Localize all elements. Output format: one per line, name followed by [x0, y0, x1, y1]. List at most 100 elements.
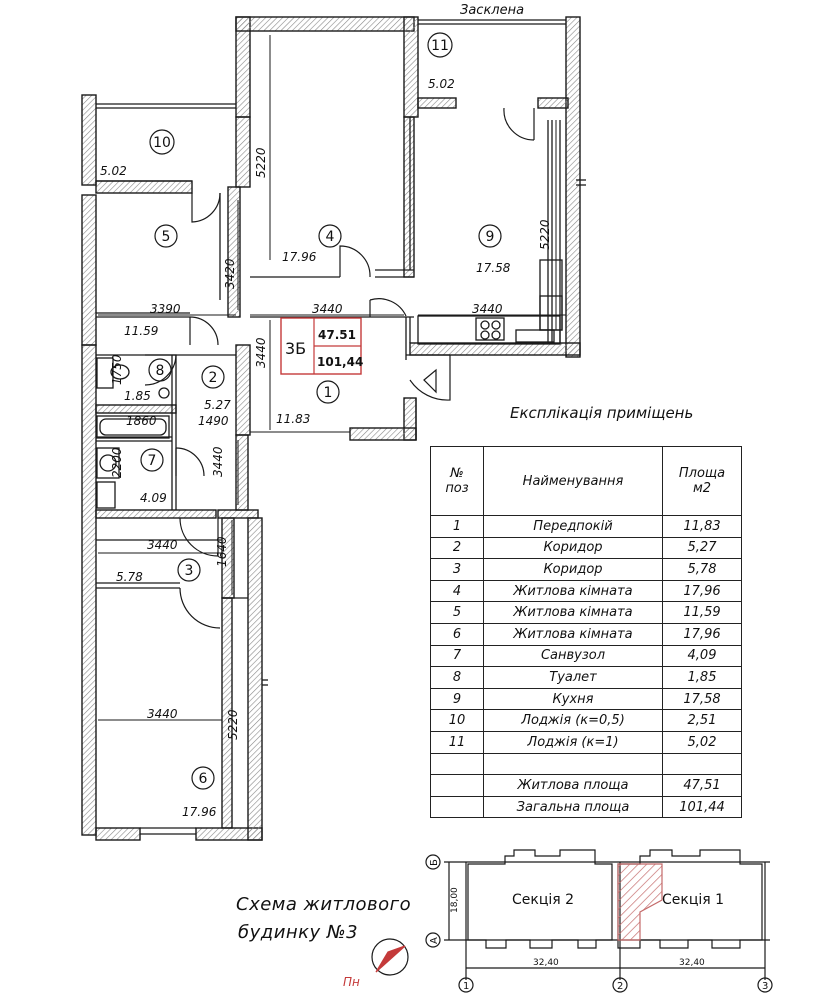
apartment-code: 3Б	[285, 339, 306, 358]
wall	[235, 16, 415, 32]
scheme-title: Схема житлового будинку №3	[236, 891, 411, 947]
total-area-box: 101,44	[317, 355, 363, 369]
legend-cell-num	[430, 752, 484, 776]
legend-cell-area: 17,96	[662, 579, 742, 603]
legend-cell-num: 5	[430, 601, 484, 624]
legend-cell-name: Житлова кімната	[483, 622, 663, 646]
room-7-number: 7	[148, 453, 157, 469]
wall	[403, 16, 419, 118]
legend-header-row: № поз Найменування Площа м2	[430, 446, 742, 516]
room-9-number: 9	[486, 229, 495, 245]
room-11-marker	[427, 32, 453, 58]
legend-cell-name: Санвузол	[483, 644, 663, 668]
room-3-area: 5.78	[116, 570, 143, 584]
glazed-label: Засклена	[460, 3, 524, 18]
room-3-number: 3	[185, 563, 194, 579]
scheme-title-line1: Схема житлового	[236, 894, 412, 915]
room-7-marker	[140, 448, 164, 472]
legend-cell-num: 9	[430, 687, 484, 711]
legend-cell-num: 6	[430, 622, 484, 646]
dim-1750: 1750	[110, 354, 124, 385]
room-5-number: 5	[162, 229, 171, 245]
room-4-area: 17.96	[282, 250, 317, 264]
living-area-box: 47.51	[318, 328, 356, 342]
legend-cell-name: Лоджія (к=0,5)	[483, 709, 663, 732]
dim-3440-f: 3440	[147, 707, 178, 721]
scheme-title-line2: будинку №3	[238, 922, 359, 943]
legend-cell-num	[430, 774, 484, 797]
wall	[417, 97, 457, 109]
section-2-label: Секція 2	[512, 892, 574, 908]
legend-cell-num: 1	[430, 515, 484, 538]
wall	[235, 434, 249, 511]
wall	[81, 94, 97, 186]
room-8-area: 1.85	[124, 389, 151, 403]
legend-cell-area: 1,85	[662, 666, 742, 689]
wall	[95, 827, 141, 841]
axis-3-label: 3	[762, 981, 768, 992]
section-1-label: Секція 1	[662, 892, 724, 908]
legend-cell-area: 101,44	[662, 795, 742, 819]
scheme-labels: Секція 2 Секція 1 Б А 1 2 3 18,00 32,40 …	[343, 859, 768, 992]
wall	[349, 427, 417, 441]
dim-3440-c: 3440	[254, 337, 268, 368]
wall	[95, 180, 193, 194]
legend-title: Експлікація приміщень	[510, 404, 694, 422]
north-label: Пн	[343, 975, 360, 989]
dim-1640: 1640	[215, 536, 229, 567]
legend-cell-name: Лоджія (к=1)	[483, 730, 663, 754]
legend-cell-area: 4,09	[662, 644, 742, 668]
axis-2-label: 2	[617, 981, 623, 992]
axis-a-label: А	[429, 937, 440, 944]
room-numbers: 1 2 3 4 5 6 7 8 9 10 11	[148, 38, 495, 787]
room-11-area: 5.02	[428, 77, 455, 91]
room-6-number: 6	[199, 771, 208, 787]
legend-cell-area: 5,02	[662, 730, 742, 754]
wall	[235, 344, 251, 436]
legend-header-name: Найменування	[483, 446, 663, 516]
legend-cell-area: 11,59	[662, 601, 742, 624]
legend-cell-area: 17,58	[662, 687, 742, 711]
room-markers	[140, 32, 502, 790]
dim-width-b: 32,40	[679, 958, 705, 968]
legend-cell-area: 5,78	[662, 558, 742, 581]
room-11-number: 11	[431, 38, 449, 54]
room-8-marker	[148, 358, 172, 382]
wall	[409, 342, 581, 356]
legend-row	[430, 752, 742, 776]
wall	[81, 194, 97, 346]
room-10-number: 10	[153, 135, 171, 151]
dim-3440-d: 3440	[211, 446, 225, 477]
legend-cell-num: 4	[430, 579, 484, 603]
wall	[217, 509, 259, 519]
room-8-number: 8	[156, 363, 165, 379]
wall	[247, 517, 263, 841]
room-4-marker	[318, 224, 342, 248]
dim-3420: 3420	[223, 258, 237, 289]
legend-cell-area: 17,96	[662, 622, 742, 646]
dim-5220-a: 5220	[254, 147, 268, 178]
legend-cell-name: Житлова кімната	[483, 601, 663, 624]
dim-1490: 1490	[198, 414, 229, 428]
legend-cell-name: Кухня	[483, 687, 663, 711]
room-10-area: 5.02	[100, 164, 127, 178]
wall	[227, 186, 241, 318]
legend-cell-name: Передпокій	[483, 515, 663, 538]
legend-cell-num: 2	[430, 536, 484, 560]
room-4-number: 4	[326, 229, 335, 245]
room-7-area: 4.09	[140, 491, 167, 505]
wall	[81, 344, 97, 836]
